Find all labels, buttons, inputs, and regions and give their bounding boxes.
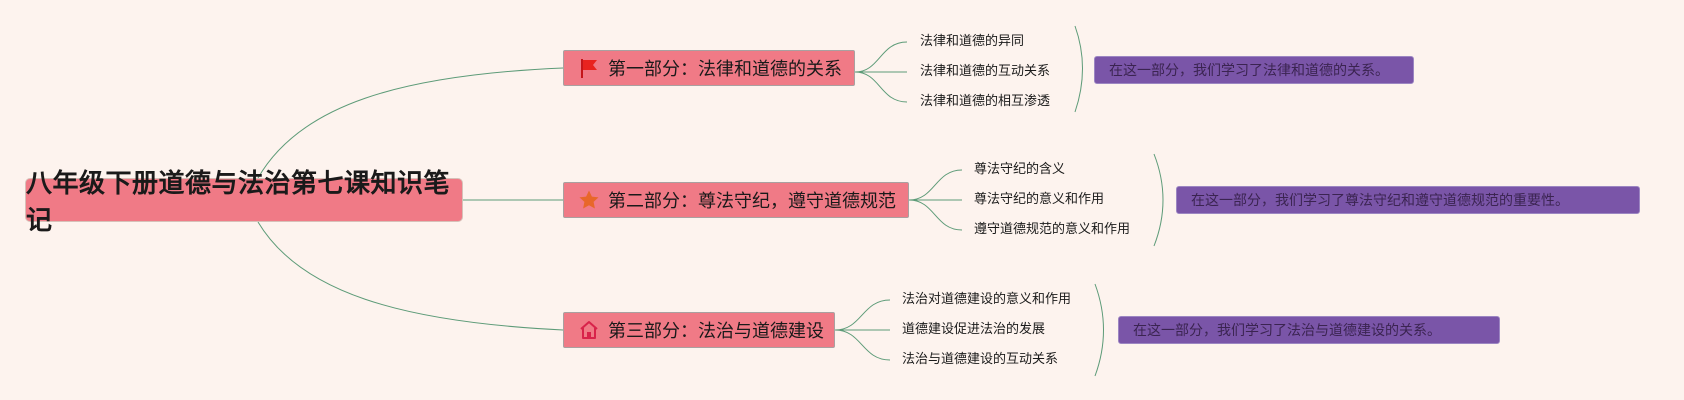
summary-bracket-2	[1153, 153, 1164, 247]
leaf-topic[interactable]: 法治与道德建设的互动关系	[902, 352, 1059, 367]
flag-icon	[578, 57, 600, 79]
leaf-topic[interactable]: 遵守道德规范的意义和作用	[974, 222, 1131, 237]
connector-b3-leaf-1	[834, 299, 891, 331]
leaf-topic[interactable]: 尊法守纪的含义	[974, 162, 1066, 177]
central-topic[interactable]: 八年级下册道德与法治第七课知识笔记	[25, 169, 463, 236]
connector-root-branch-1	[257, 67, 564, 179]
connector-b1-leaf-3	[854, 71, 908, 103]
summary-box-2[interactable]: 在这一部分，我们学习了尊法守纪和遵守道德规范的重要性。	[1176, 186, 1640, 214]
branch-topic-3[interactable]: 第三部分：法治与道德建设	[563, 312, 835, 348]
branch-title: 第三部分：法治与道德建设	[608, 321, 824, 342]
connector-b2-leaf-1	[908, 169, 963, 201]
branch-topic-1[interactable]: 第一部分：法律和道德的关系	[563, 50, 855, 86]
leaf-topic[interactable]: 尊法守纪的意义和作用	[974, 192, 1105, 207]
summary-box-3[interactable]: 在这一部分，我们学习了法治与道德建设的关系。	[1118, 316, 1500, 344]
summary-box-1[interactable]: 在这一部分，我们学习了法律和道德的关系。	[1094, 56, 1414, 84]
leaf-topic[interactable]: 法律和道德的异同	[920, 34, 1025, 49]
branch-title: 第一部分：法律和道德的关系	[608, 59, 842, 80]
leaf-topic[interactable]: 法律和道德的互动关系	[920, 64, 1051, 79]
connector-b1-leaf-1	[854, 41, 908, 73]
branch-title: 第二部分：尊法守纪，遵守道德规范	[608, 191, 896, 212]
leaf-topic[interactable]: 法律和道德的相互渗透	[920, 94, 1051, 109]
leaf-topic[interactable]: 道德建设促进法治的发展	[902, 322, 1046, 337]
connector-root-branch-3	[257, 221, 564, 331]
star-icon	[578, 189, 600, 211]
home-icon	[578, 319, 600, 341]
leaf-topic[interactable]: 法治对道德建设的意义和作用	[902, 292, 1072, 307]
summary-bracket-3	[1094, 283, 1104, 377]
branch-topic-2[interactable]: 第二部分：尊法守纪，遵守道德规范	[563, 182, 909, 218]
summary-bracket-1	[1074, 25, 1083, 113]
connector-b3-leaf-3	[834, 329, 891, 361]
connector-b2-leaf-3	[908, 199, 963, 231]
